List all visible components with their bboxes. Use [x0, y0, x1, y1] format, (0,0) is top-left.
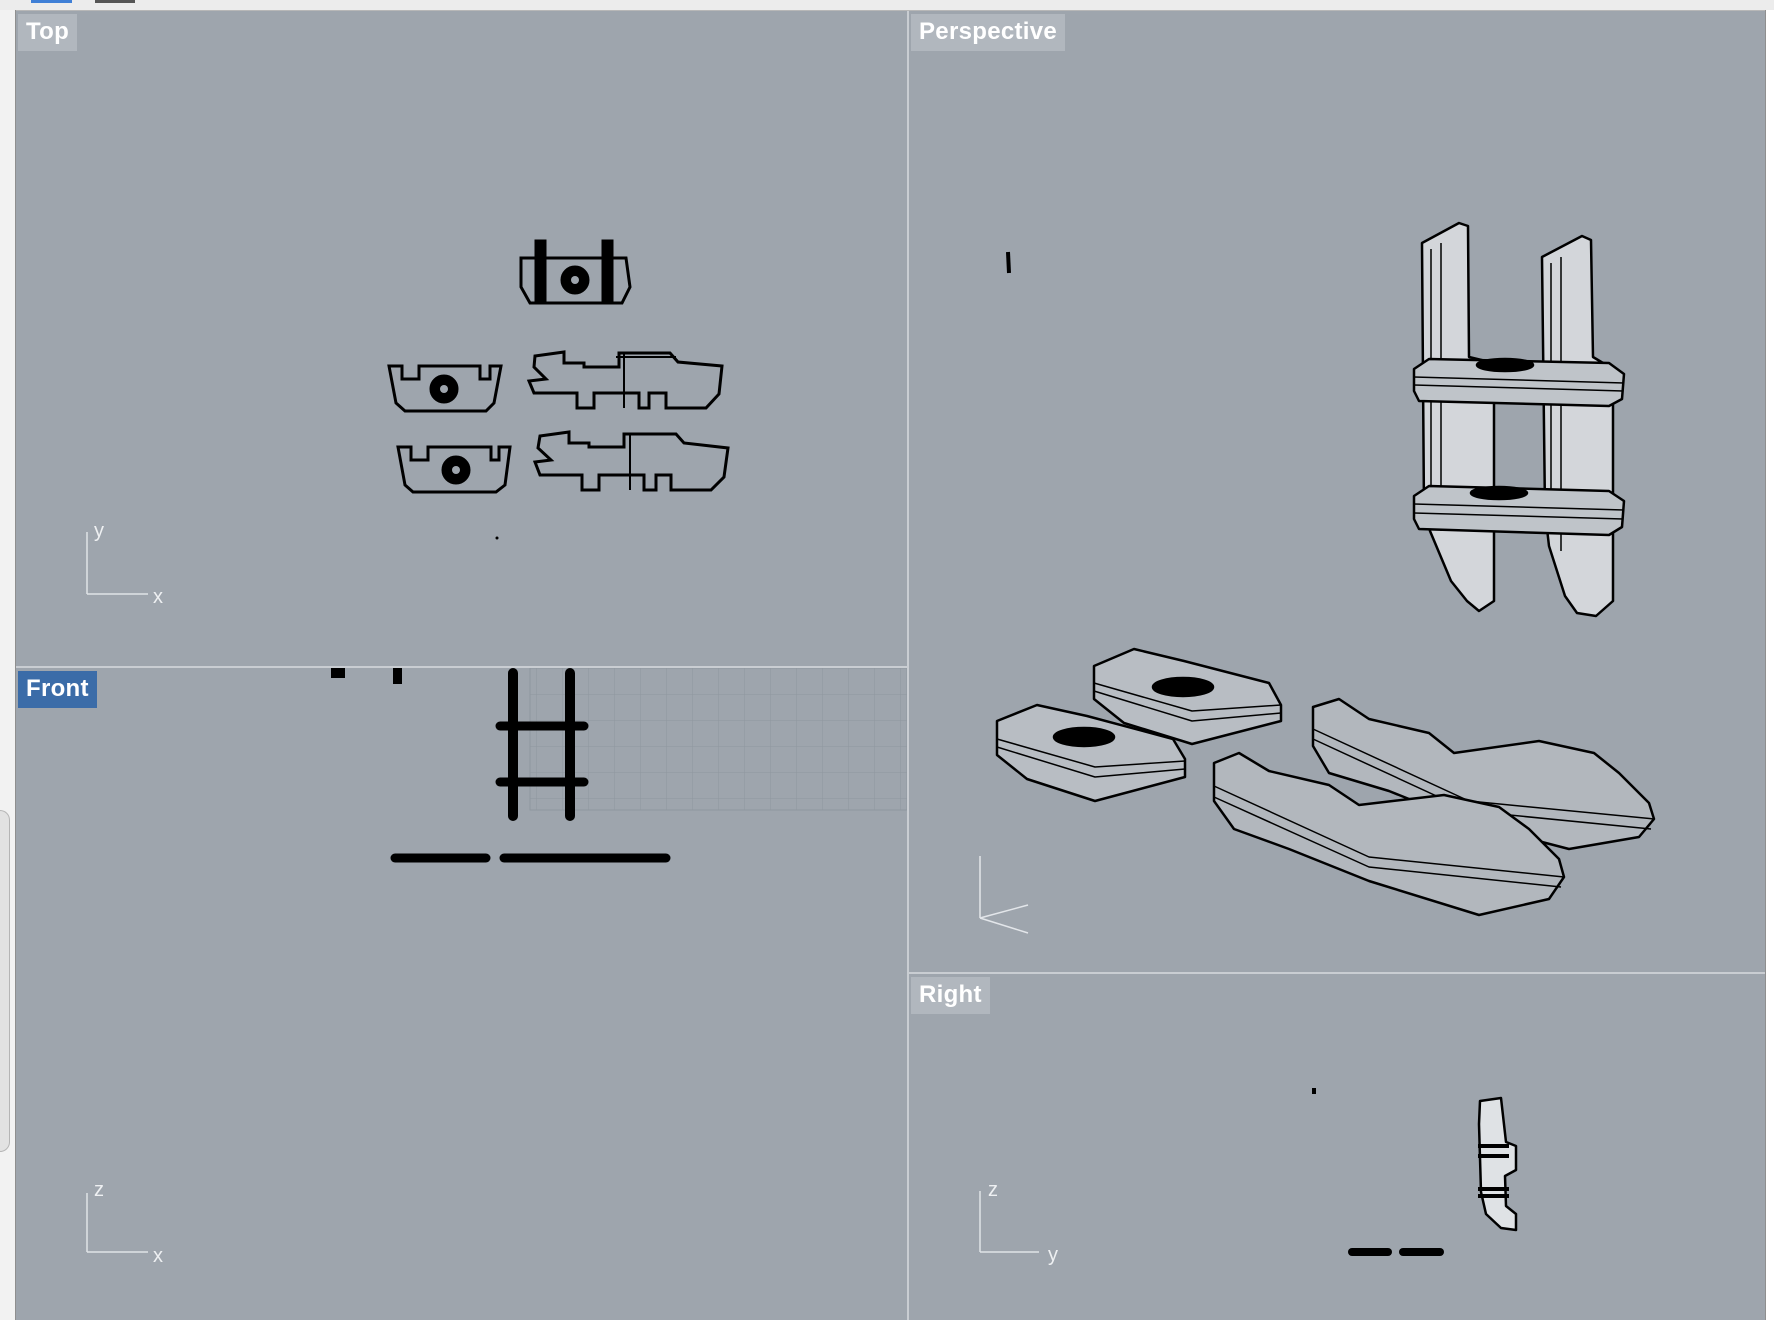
- viewport-perspective-label[interactable]: Perspective: [911, 14, 1066, 51]
- front-parts: [331, 668, 671, 863]
- toolbar-tab-active[interactable]: [31, 0, 72, 3]
- right-parts: [1348, 1096, 1518, 1256]
- viewport-right[interactable]: Right y z: [909, 974, 1765, 1320]
- top-axis-y-label: y: [94, 520, 104, 542]
- perspective-flat-parts: [995, 647, 1656, 917]
- right-axis-z-label: z: [988, 1179, 998, 1201]
- top-origin-dot: [495, 536, 499, 540]
- top-strip: [0, 0, 1774, 11]
- top-parts: [387, 239, 730, 494]
- top-axis-x-label: x: [153, 586, 163, 608]
- front-axis-z-label: z: [94, 1179, 104, 1201]
- top-view-canvas: x y: [86, 239, 730, 608]
- top-plate-1: [526, 350, 724, 410]
- front-grid-patch: [530, 668, 907, 810]
- viewport-top[interactable]: Top x y: [16, 11, 909, 668]
- assembly-h-frame: [1412, 221, 1626, 618]
- right-axis-widget: [979, 1191, 1039, 1253]
- top-bracket-1: [519, 256, 632, 305]
- perspective-marker: [1006, 251, 1011, 274]
- front-axis-x-label: x: [153, 1245, 163, 1267]
- left-panel-edge: [0, 10, 16, 1320]
- front-view-canvas: x z: [86, 668, 907, 1267]
- viewport-perspective[interactable]: Perspective: [909, 11, 1765, 974]
- perspective-axis-widget: [979, 856, 1029, 934]
- top-axis-widget: [86, 532, 148, 595]
- viewport-front[interactable]: Front x z: [16, 668, 909, 1320]
- viewport-front-label[interactable]: Front: [18, 671, 97, 708]
- right-panel-edge: [1765, 10, 1774, 1320]
- viewport-top-label[interactable]: Top: [18, 14, 78, 51]
- perspective-view-canvas: [979, 221, 1656, 934]
- right-origin-dot: [1312, 1088, 1316, 1094]
- right-axis-y-label: y: [1048, 1244, 1058, 1266]
- toolbar-tab[interactable]: [95, 0, 135, 3]
- top-plate-2: [532, 430, 730, 492]
- top-bracket-3: [396, 445, 512, 494]
- side-panel-handle[interactable]: [0, 810, 10, 1152]
- viewport-right-label[interactable]: Right: [911, 977, 990, 1014]
- top-bracket-2: [387, 364, 503, 413]
- right-view-canvas: y z: [979, 1088, 1518, 1266]
- front-axis-widget: [86, 1193, 148, 1253]
